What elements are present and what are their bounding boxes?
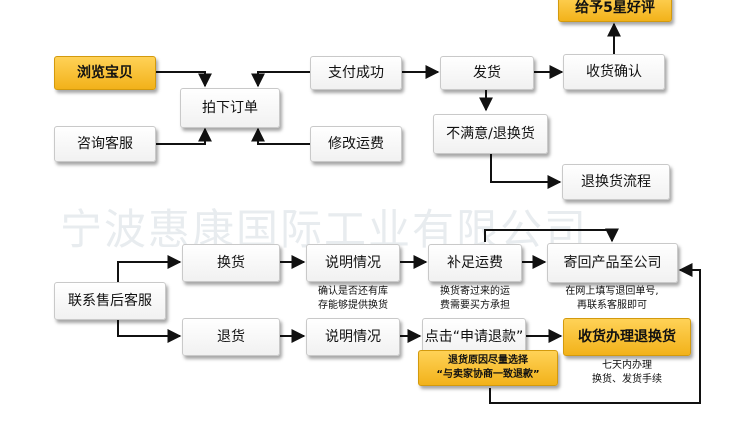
confirm-receipt-node: 收货确认 (563, 54, 665, 90)
ship-node: 发货 (440, 56, 534, 90)
place-order-node: 拍下订单 (180, 88, 280, 128)
arrow-return-loop-to-sendback (489, 263, 701, 404)
arrow-modify-to-order (251, 127, 310, 145)
stock-check-note: 确认是否还有库存能够提供换货 (318, 286, 388, 311)
shipping-cost-note: 换货寄过来的运费需要买方承担 (440, 286, 510, 311)
refund-reason-note: 退货原因尽量选择“与卖家协商一致退款” (418, 350, 558, 386)
explain-exchange-node: 说明情况 (306, 244, 400, 282)
arrow-shipping-over-to-sendback (484, 228, 619, 243)
exchange-node: 换货 (182, 244, 280, 282)
consult-service-node: 咨询客服 (54, 126, 156, 162)
arrow-contact-to-refund (117, 318, 182, 343)
arrow-payment-to-order (251, 71, 310, 88)
return-process-node: 退换货流程 (562, 164, 670, 200)
handle-return-exchange-node: 收货办理退换货 (563, 318, 691, 356)
payment-success-node: 支付成功 (310, 56, 402, 90)
refund-node: 退货 (182, 318, 280, 356)
browse-items-node: 浏览宝贝 (54, 56, 156, 90)
apply-refund-node: 点击“申请退款” (422, 318, 526, 356)
contact-after-sales-node: 联系售后客服 (54, 282, 166, 320)
give-five-star-node: 给予5星好评 (558, 0, 672, 22)
unsatisfied-return-node: 不满意/退换货 (433, 114, 548, 154)
arrow-contact-to-exchange (117, 255, 182, 282)
arrow-unsatisfied-to-process (490, 154, 562, 189)
seven-days-note: 七天内办理换货、发货手续 (592, 360, 662, 385)
send-back-node: 寄回产品至公司 (547, 243, 678, 283)
modify-shipping-node: 修改运费 (310, 126, 402, 162)
arrow-consult-to-order (156, 127, 212, 145)
fill-tracking-note: 在网上填写退回单号,再联系客服即可 (565, 286, 659, 311)
explain-refund-node: 说明情况 (306, 318, 400, 356)
arrow-browse-to-order (156, 71, 212, 88)
pay-shipping-node: 补足运费 (428, 244, 522, 282)
